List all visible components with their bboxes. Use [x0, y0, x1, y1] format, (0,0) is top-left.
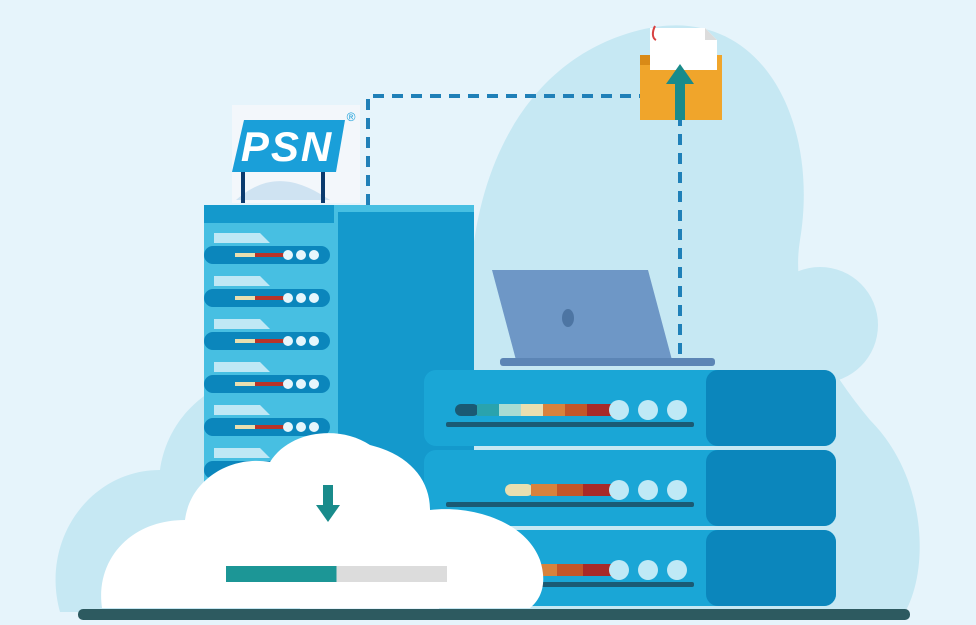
server-unit-led	[638, 400, 658, 420]
rack-unit-led	[309, 250, 319, 260]
server-unit-stripe-segment	[565, 404, 589, 416]
server-unit-side	[706, 370, 836, 446]
rack-unit-stripe-red	[255, 339, 285, 343]
psn-logo-badge	[232, 120, 345, 172]
server-unit-stripe-segment	[587, 404, 611, 416]
wide-server-stack	[424, 370, 836, 606]
rack-unit-tab	[214, 319, 270, 329]
server-unit-stripe-segment	[583, 484, 611, 496]
server-unit-led	[638, 560, 658, 580]
rack-unit-led	[283, 336, 293, 346]
server-unit-led	[609, 560, 629, 580]
server-unit-stripe-segment	[499, 404, 523, 416]
ground-line	[78, 609, 910, 620]
server-unit-stripe-segment	[583, 564, 611, 576]
rack-unit-led	[296, 250, 306, 260]
rack-unit-led	[309, 293, 319, 303]
rack-unit-led	[309, 336, 319, 346]
rack-unit-tab	[214, 362, 270, 372]
server-unit-stripe-segment	[557, 564, 585, 576]
rack-unit-led	[296, 336, 306, 346]
rack-unit-led	[309, 379, 319, 389]
rack-unit-led	[309, 422, 319, 432]
server-unit-stripe-segment	[531, 484, 559, 496]
rack-unit-led	[283, 293, 293, 303]
rack-unit-tab	[214, 233, 270, 243]
rack-unit-led	[283, 250, 293, 260]
rack-unit-led	[296, 379, 306, 389]
rack-unit-led	[283, 422, 293, 432]
server-unit-stripe-segment	[557, 484, 585, 496]
rack-unit-stripe-red	[255, 253, 285, 257]
registered-mark: ®	[347, 110, 356, 124]
psn-logo-text: PSN	[241, 123, 333, 170]
dashed-connection-logo-folder	[366, 94, 640, 205]
rack-unit-stripe-red	[255, 296, 285, 300]
cloud-download-icon	[101, 433, 544, 608]
server-unit-led	[609, 480, 629, 500]
server-unit-stripe-segment	[521, 404, 545, 416]
server-unit-led	[667, 480, 687, 500]
rack-unit-led	[296, 422, 306, 432]
server-unit-side	[706, 530, 836, 606]
server-unit-stripe-segment	[543, 404, 567, 416]
laptop-icon	[492, 270, 715, 366]
psn-logo-sign: PSN ®	[232, 105, 360, 203]
download-progress-fill	[226, 566, 337, 582]
server-unit-led	[667, 400, 687, 420]
rack-unit-stripe-red	[255, 382, 285, 386]
server-unit-led	[609, 400, 629, 420]
server-unit-slot	[446, 502, 694, 507]
background-blob-circle	[762, 267, 878, 383]
rack-unit-tab	[214, 448, 270, 458]
server-unit-led	[638, 480, 658, 500]
server-unit-slot	[446, 422, 694, 427]
server-unit-led	[667, 560, 687, 580]
server-unit-stripe-segment	[505, 484, 533, 496]
rack-unit-stripe-red	[255, 425, 285, 429]
rack-unit-led	[296, 293, 306, 303]
rack-unit-led	[283, 379, 293, 389]
server-unit-stripe-segment	[455, 404, 479, 416]
rack-unit-tab	[214, 276, 270, 286]
server-unit-side	[706, 450, 836, 526]
rack-unit-tab	[214, 405, 270, 415]
folder-upload-icon	[640, 25, 722, 120]
server-unit-stripe-segment	[477, 404, 501, 416]
